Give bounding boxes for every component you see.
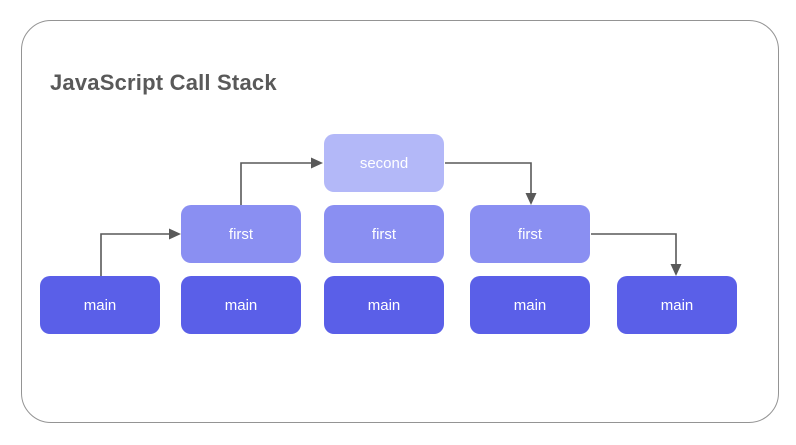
node-main-4[interactable]: main xyxy=(470,276,590,334)
node-first-1[interactable]: first xyxy=(181,205,301,263)
node-main-3[interactable]: main xyxy=(324,276,444,334)
node-first-3[interactable]: first xyxy=(470,205,590,263)
node-main-5[interactable]: main xyxy=(617,276,737,334)
node-main-2[interactable]: main xyxy=(181,276,301,334)
node-second-1[interactable]: second xyxy=(324,134,444,192)
node-main-1[interactable]: main xyxy=(40,276,160,334)
node-first-2[interactable]: first xyxy=(324,205,444,263)
diagram-title: JavaScript Call Stack xyxy=(50,70,277,95)
